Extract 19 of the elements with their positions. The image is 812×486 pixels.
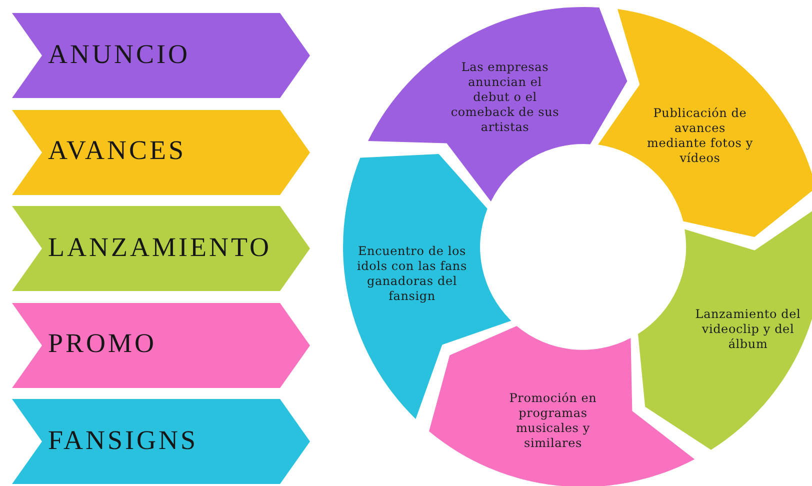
stage-title: LANZAMIENTO [48, 232, 272, 262]
cycle-arrow-segment [368, 7, 627, 202]
cycle-arrow-segment [343, 154, 512, 420]
chevron-banner [12, 13, 310, 98]
stage-title: AVANCES [48, 135, 186, 166]
chevron-banner [12, 206, 310, 291]
stage-description: Encuentro de los idols con las fans ganadoras del fansign [356, 244, 468, 304]
stage-title: ANUNCIO [48, 38, 190, 70]
stage-description: Publicación de avances mediante fotos y vídeos [646, 106, 754, 166]
stage-description: Las empresas anuncian el debut o el comeback de sus artistas [450, 60, 560, 136]
stage-description: Lanzamiento del videoclip y del álbum [694, 307, 802, 352]
cycle-arrow-segment [598, 9, 812, 238]
chevron-banner [12, 399, 310, 484]
stage-description: Promoción en programas musicales y similares [508, 390, 598, 451]
chevron-banner [12, 110, 310, 194]
stage-title: PROMO [48, 328, 157, 359]
chevron-banner [12, 302, 310, 388]
stage-title: FANSIGNS [48, 424, 198, 456]
cycle-arrow-segment [429, 326, 695, 486]
